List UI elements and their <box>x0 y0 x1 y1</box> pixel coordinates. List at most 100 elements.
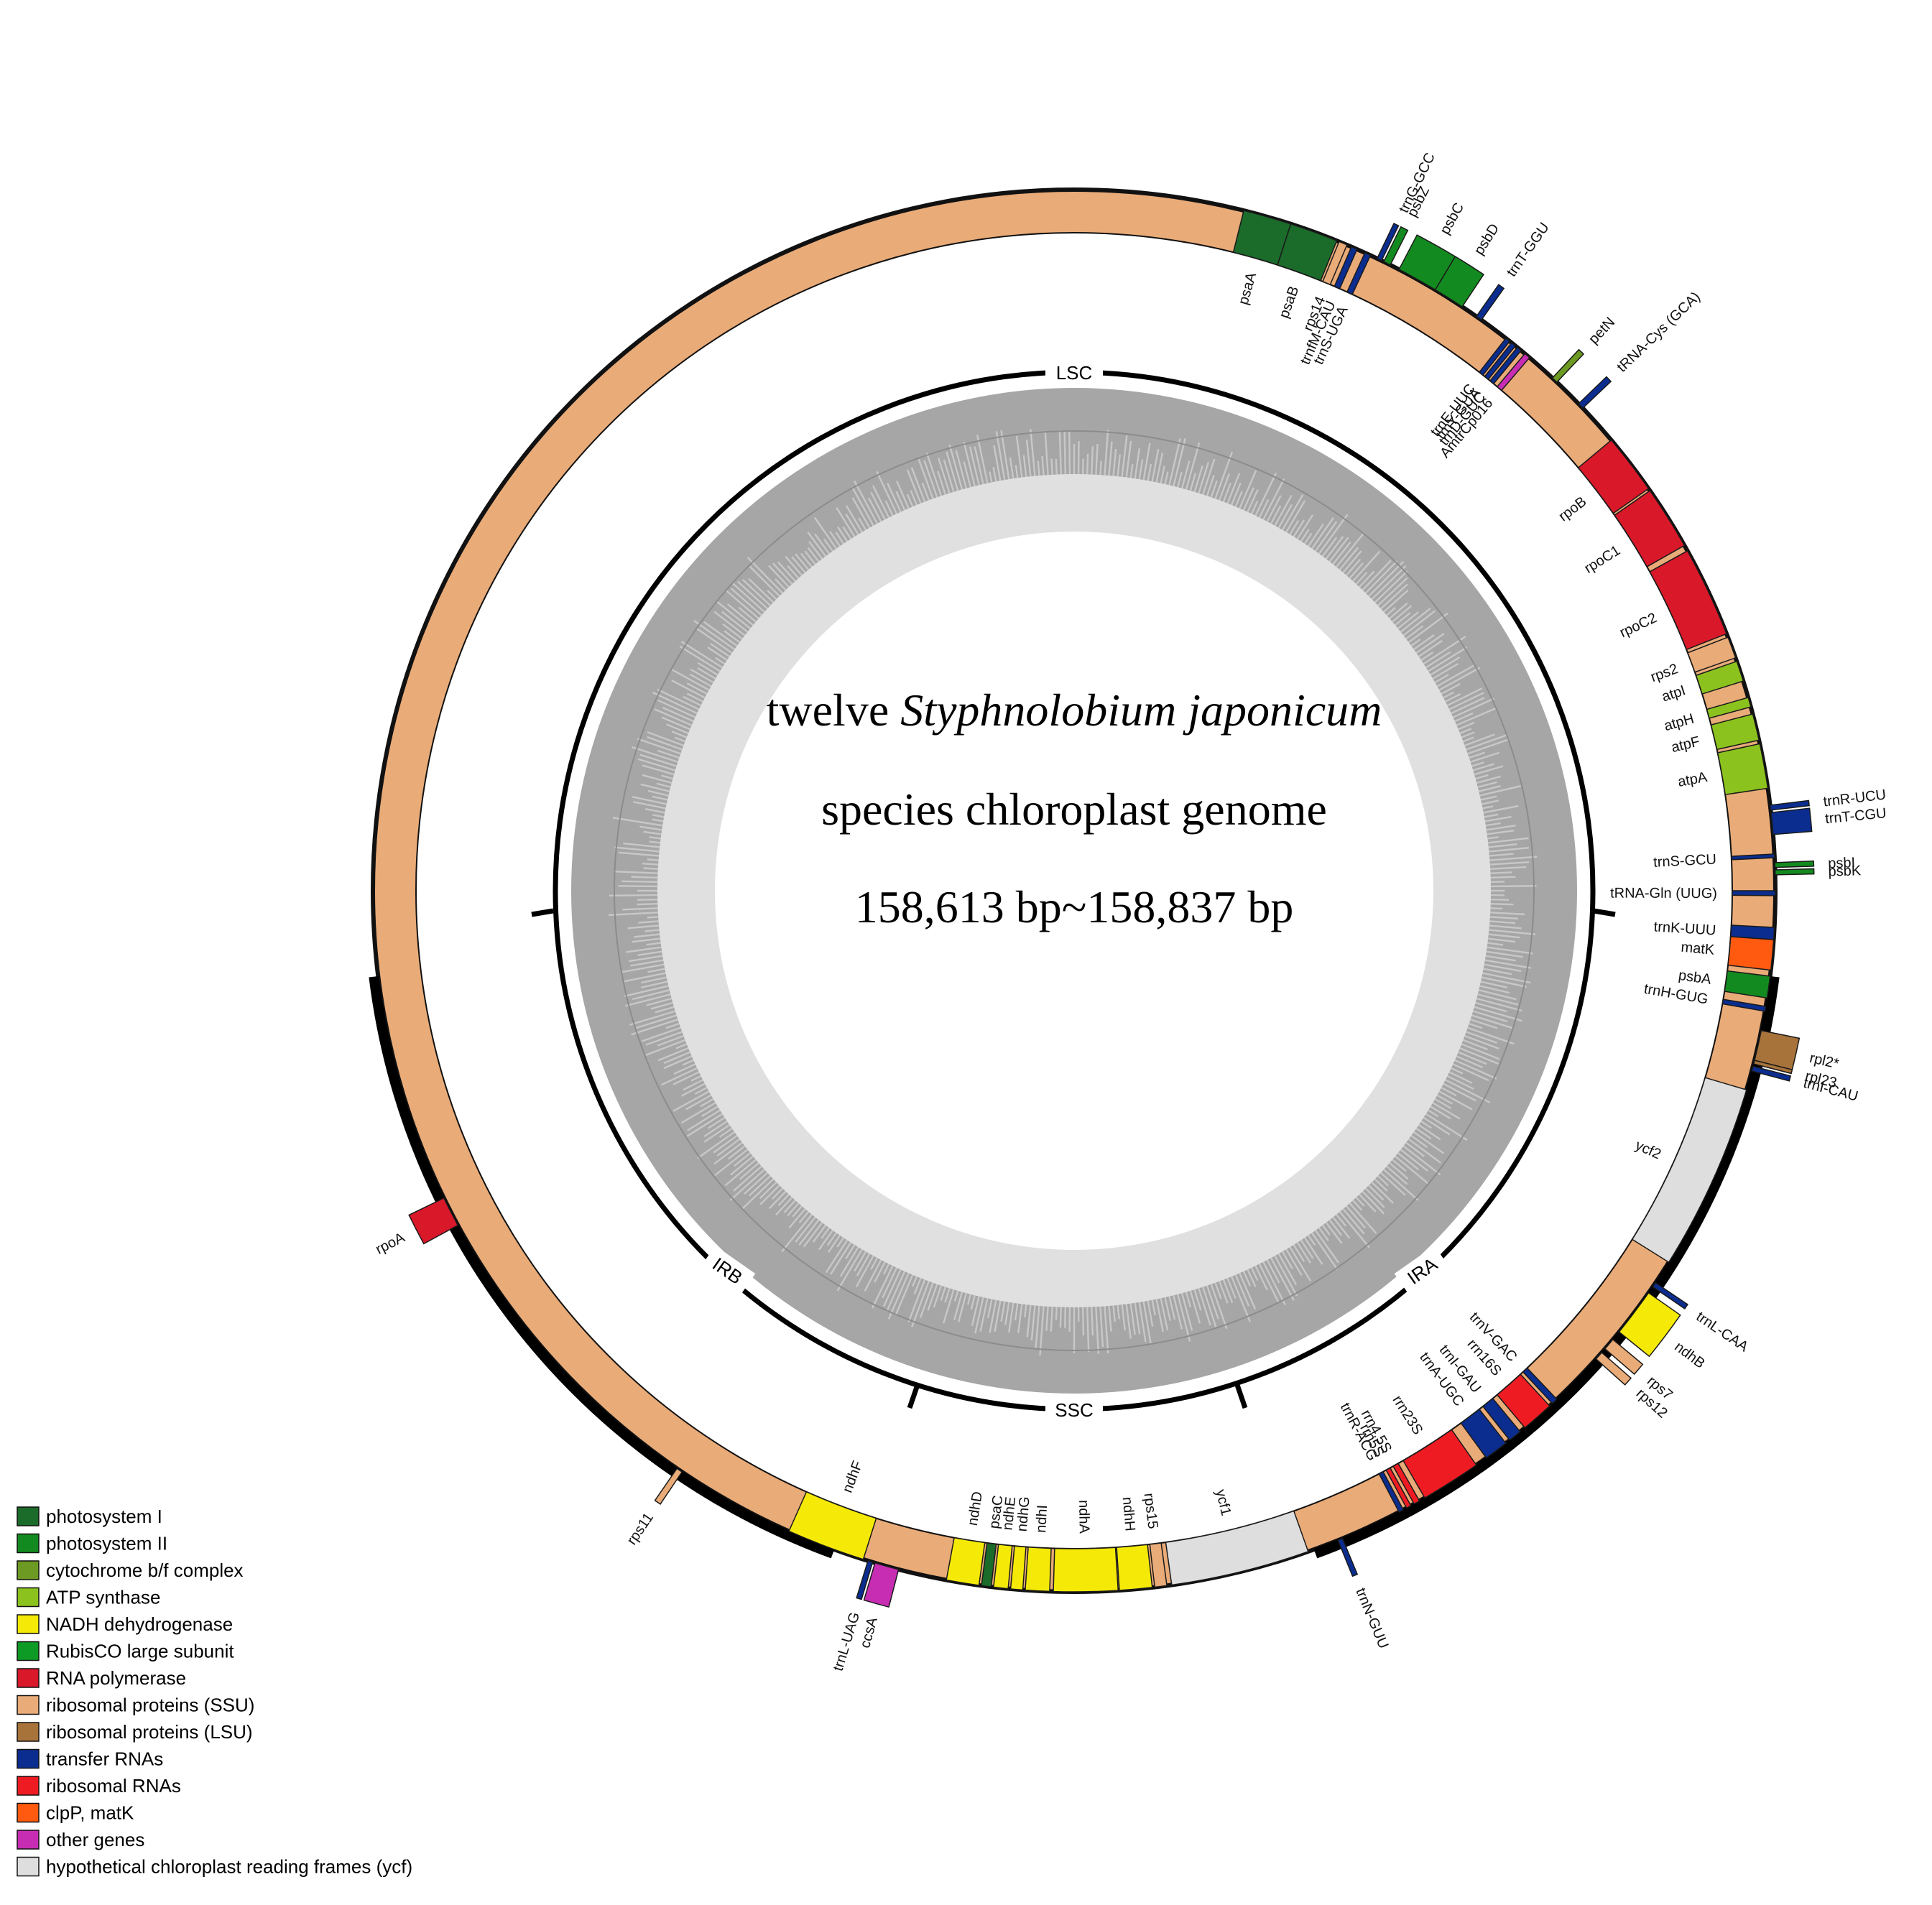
gene-psbd <box>1434 256 1485 308</box>
gc-spike <box>1490 866 1527 870</box>
gc-spike <box>1242 487 1254 511</box>
gene-label-atpa: atpA <box>1676 769 1709 790</box>
gc-spike <box>1386 606 1397 616</box>
gc-spike <box>671 731 688 738</box>
gc-spike <box>1364 1187 1385 1208</box>
gc-spike <box>1489 861 1530 866</box>
gc-spike <box>663 1055 693 1070</box>
gc-spike <box>938 458 951 493</box>
gc-spike <box>1030 429 1036 476</box>
gc-spike <box>1374 1178 1388 1192</box>
gc-spike <box>1024 1304 1027 1318</box>
gc-spike <box>1138 459 1144 480</box>
gc-spike <box>867 497 882 522</box>
gc-spike <box>687 1109 721 1131</box>
gc-spike <box>643 830 662 835</box>
gene-label-ndhf: ndhF <box>840 1459 866 1495</box>
gc-spike <box>1138 1302 1147 1343</box>
gc-spike <box>940 1287 946 1301</box>
gc-spike <box>836 1248 863 1292</box>
gc-spike <box>1383 589 1409 613</box>
gc-spike <box>713 1134 738 1154</box>
gc-spike <box>1293 519 1305 537</box>
gc-spike <box>1000 1301 1006 1322</box>
legend-label-cytochrome-b-f-complex: cytochrome b/f complex <box>46 1559 244 1581</box>
gc-spike <box>640 783 670 792</box>
gc-spike <box>629 1010 676 1026</box>
gc-spike <box>1285 1248 1303 1276</box>
gc-spike <box>986 1299 993 1319</box>
gc-spike <box>1454 712 1474 723</box>
gc-spike <box>1489 853 1514 857</box>
gene-trny-gua <box>1484 342 1517 381</box>
gc-spike <box>1262 1261 1286 1306</box>
gc-spike <box>657 749 680 759</box>
legend-swatch-other-genes <box>17 1830 40 1850</box>
gc-spike <box>1489 929 1536 935</box>
gene-label-psab: psaB <box>1276 284 1302 320</box>
gc-spike <box>1474 1006 1522 1022</box>
gc-spike <box>910 467 926 502</box>
gc-spike <box>1234 491 1243 507</box>
gc-spike <box>675 1043 688 1049</box>
gc-spike <box>1451 1067 1464 1075</box>
gc-spike <box>1055 458 1058 475</box>
gc-spike <box>884 500 894 516</box>
legend-label-rubisco-large-subunit: RubisCO large subunit <box>46 1641 234 1662</box>
gc-spike <box>657 688 700 710</box>
gc-spike <box>1488 933 1520 939</box>
gc-spike <box>1400 1149 1428 1172</box>
gene-trna-cys-gca <box>1578 376 1612 409</box>
gc-spike <box>906 493 914 507</box>
gc-spike <box>1346 558 1362 576</box>
gc-spike <box>747 557 784 594</box>
gc-spike <box>874 1261 886 1283</box>
gc-spike <box>1155 1299 1164 1332</box>
gene-label-ndha: ndhA <box>1076 1500 1092 1534</box>
gc-spike <box>845 505 863 533</box>
gc-spike <box>1177 1294 1191 1342</box>
gc-spike <box>625 993 671 1007</box>
gc-spike <box>804 550 816 565</box>
gc-spike <box>1125 1304 1132 1339</box>
gc-spike <box>830 1242 852 1275</box>
gc-spike <box>1121 435 1128 477</box>
gc-spike <box>1458 721 1475 731</box>
gc-spike <box>1160 465 1165 483</box>
gc-spike <box>635 1014 677 1029</box>
gc-spike <box>1250 501 1259 514</box>
region-tick-ssc-right <box>1234 1383 1248 1409</box>
gc-spike <box>1368 560 1405 597</box>
gc-spike <box>1478 989 1517 1001</box>
gene-rrn4-5s <box>1392 1463 1420 1505</box>
gc-spike <box>887 482 902 513</box>
gc-spike <box>683 695 702 707</box>
gc-spike <box>759 1185 780 1205</box>
gc-spike <box>1441 682 1461 695</box>
gc-spike <box>1254 1265 1268 1291</box>
gc-midline <box>614 430 1535 1351</box>
gc-spike <box>963 442 976 487</box>
gc-spike <box>1147 463 1152 481</box>
gc-spike <box>682 1059 694 1066</box>
gc-spike <box>744 1172 768 1195</box>
gc-spike <box>622 907 658 911</box>
legend-swatch-transfer-rnas <box>17 1748 40 1769</box>
gc-spike <box>1423 636 1466 665</box>
gene-trnt-ggu <box>1475 284 1505 321</box>
gc-spike <box>1389 602 1408 619</box>
gc-spike <box>1210 1284 1228 1330</box>
gc-spike <box>966 1294 971 1305</box>
gc-spike <box>631 876 658 879</box>
gene-label-ycf2: ycf2 <box>1633 1137 1663 1162</box>
gene-label-psba: psbA <box>1678 968 1713 988</box>
gc-spike <box>1239 470 1257 509</box>
gc-spike <box>957 1292 968 1322</box>
gc-spike <box>993 445 1002 481</box>
gene-rrn16s <box>1496 1373 1550 1429</box>
gc-spike <box>1214 451 1234 499</box>
gc-spike <box>853 480 878 524</box>
gc-spike <box>686 1113 723 1137</box>
gc-spike <box>787 565 800 579</box>
gc-spike <box>1402 610 1436 636</box>
